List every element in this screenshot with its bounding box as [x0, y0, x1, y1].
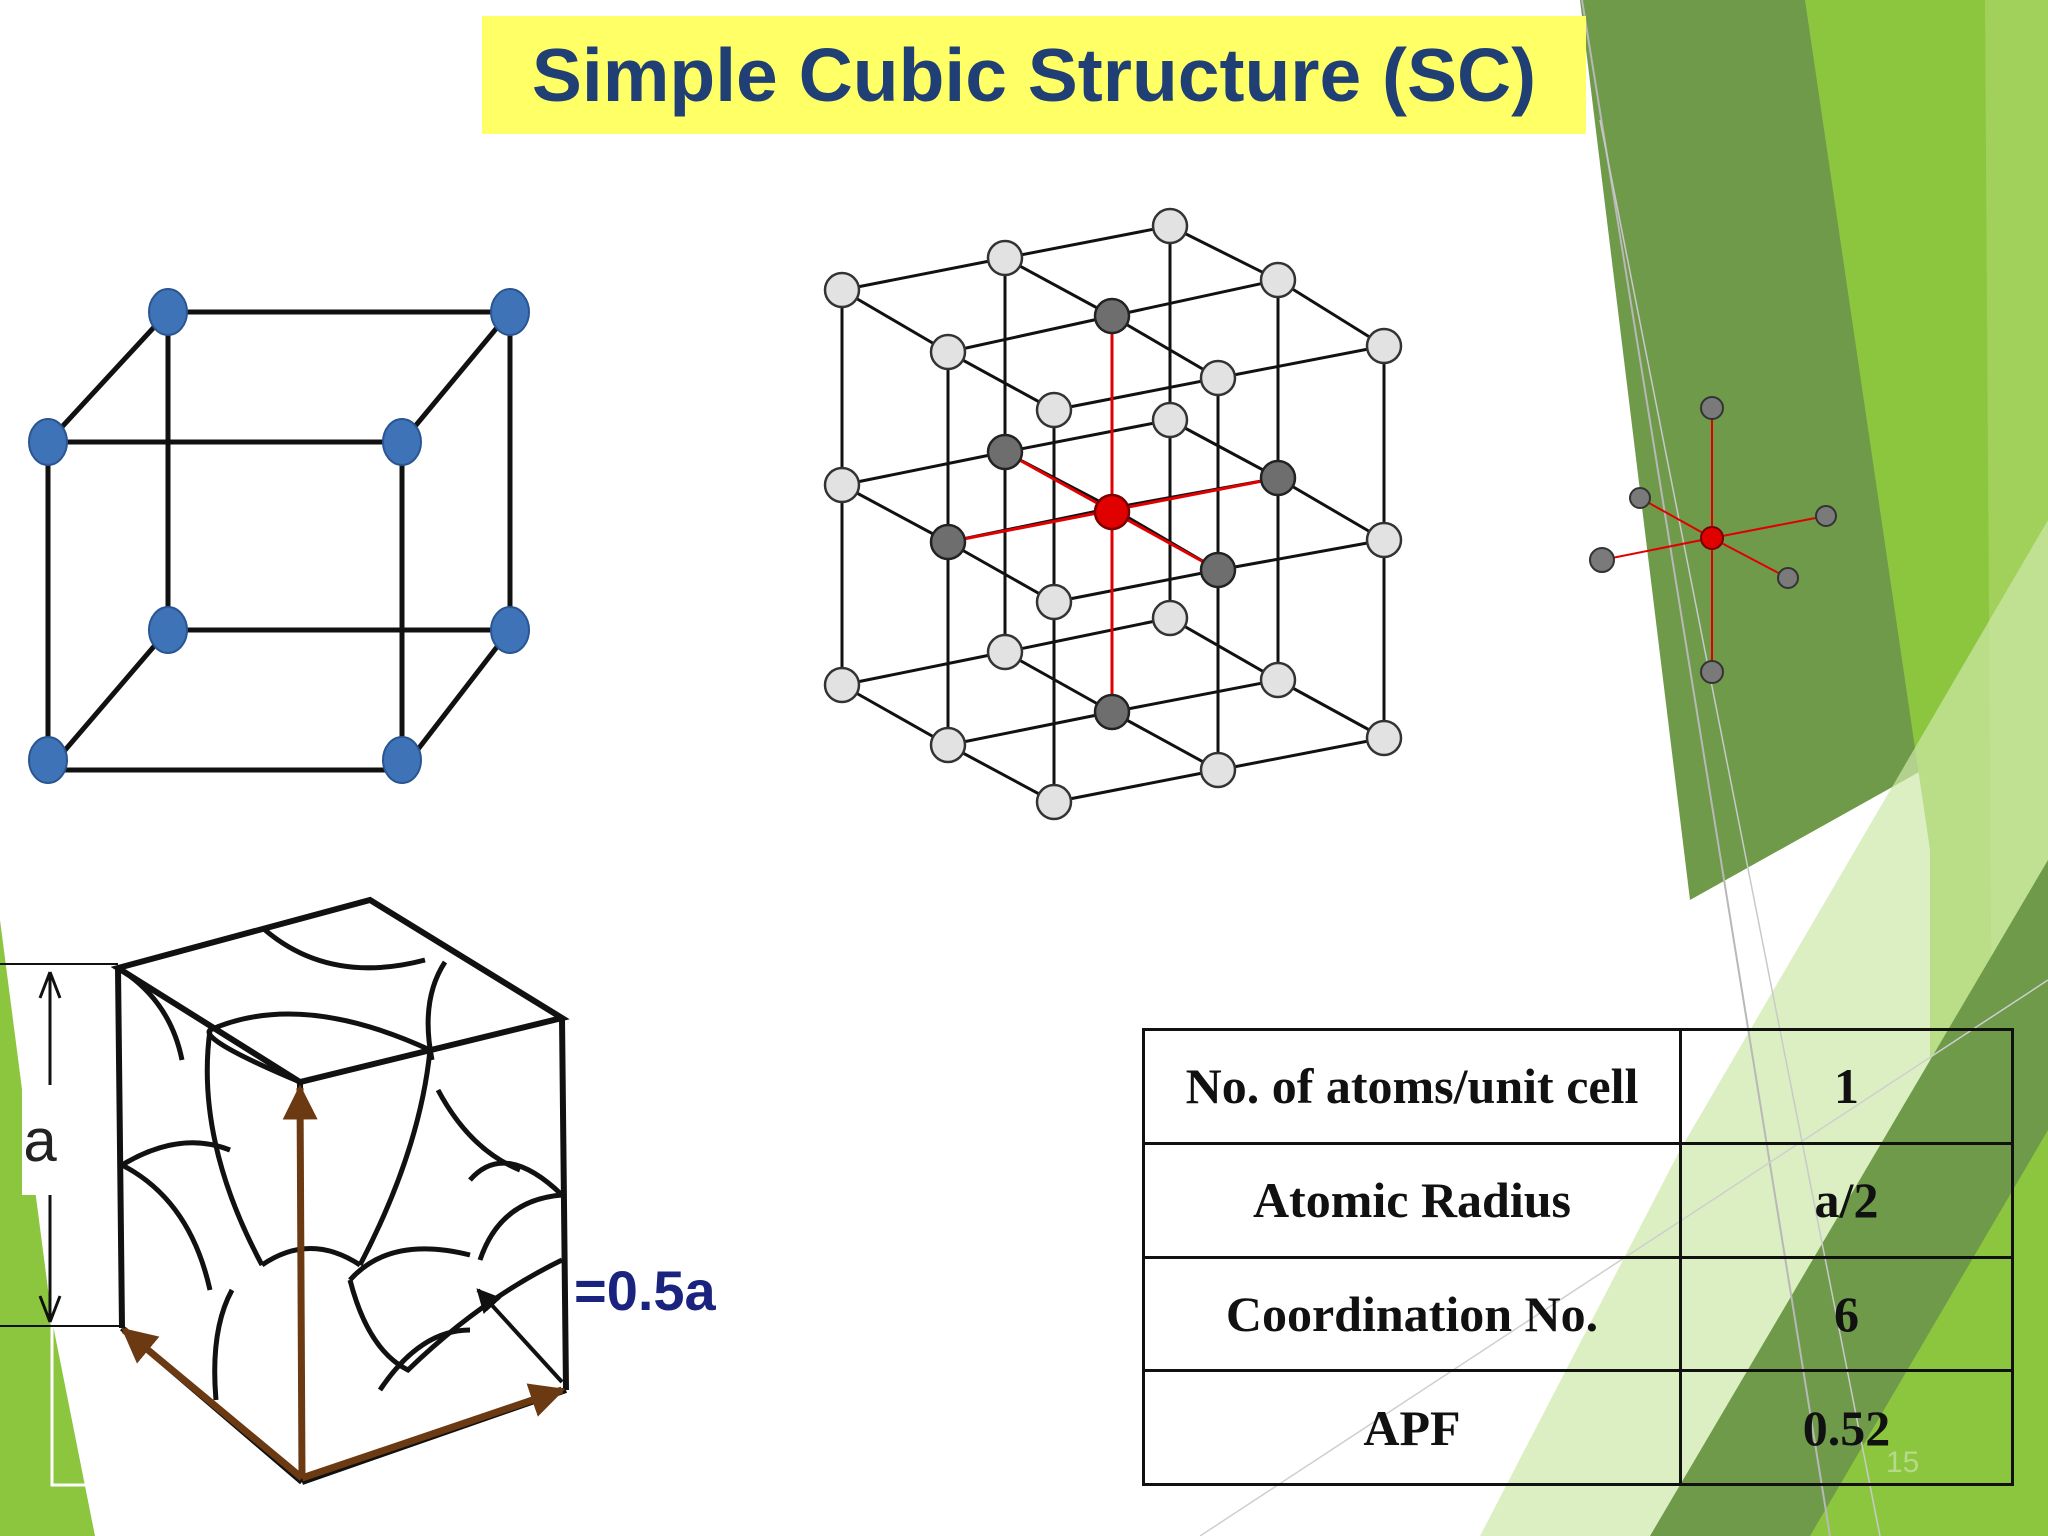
coordination-star — [1589, 396, 1837, 684]
corner-atom — [148, 606, 188, 654]
radius-label: =0.5a — [574, 1259, 716, 1322]
radius-pointer-arrow — [476, 1288, 564, 1384]
table-row: No. of atoms/unit cell 1 — [1142, 1028, 2014, 1145]
slide-number: 15 — [1886, 1446, 1920, 1479]
lattice-diagram — [823, 207, 1403, 821]
edge-length-marker — [0, 963, 122, 1327]
table-row: APF 0.52 — [1142, 1369, 2014, 1486]
table-cell-label: Coordination No. — [1142, 1255, 1682, 1373]
edge-label: a — [22, 1085, 58, 1195]
table-row: Coordination No. 6 — [1142, 1255, 2014, 1373]
axis-arrows — [121, 1084, 566, 1482]
corner-atom — [490, 288, 530, 336]
table-cell-value: 6 — [1679, 1255, 2014, 1373]
sc-unit-cell — [45, 309, 513, 773]
lattice-atoms-light — [823, 207, 1403, 821]
lattice-atoms-neighbors — [929, 297, 1297, 731]
lattice-center-atom — [1093, 493, 1131, 531]
table-cell-label: Atomic Radius — [1142, 1141, 1682, 1259]
corner-atom — [382, 736, 422, 784]
table-cell-value: 1 — [1679, 1028, 2014, 1145]
corner-atom — [28, 418, 68, 466]
slide-title: Simple Cubic Structure (SC) — [531, 33, 1537, 117]
corner-atom — [28, 736, 68, 784]
corner-atom — [490, 606, 530, 654]
sc-corner-atoms — [28, 288, 530, 784]
hard-sphere-cell — [110, 896, 570, 1485]
table-row: Atomic Radius a/2 — [1142, 1141, 2014, 1259]
table-cell-value: 0.52 — [1679, 1369, 2014, 1486]
green-shape-left-bottom — [0, 920, 95, 1536]
star-center-atom — [1700, 526, 1724, 550]
properties-table: No. of atoms/unit cell 1 Atomic Radius a… — [1142, 1028, 2014, 1486]
corner-atom — [382, 418, 422, 466]
decorative-bracket — [50, 1318, 94, 1487]
corner-atom — [148, 288, 188, 336]
table-cell-label: APF — [1142, 1369, 1682, 1486]
title-box: Simple Cubic Structure (SC) — [482, 16, 1586, 134]
table-cell-label: No. of atoms/unit cell — [1142, 1028, 1682, 1145]
table-cell-value: a/2 — [1679, 1141, 2014, 1259]
